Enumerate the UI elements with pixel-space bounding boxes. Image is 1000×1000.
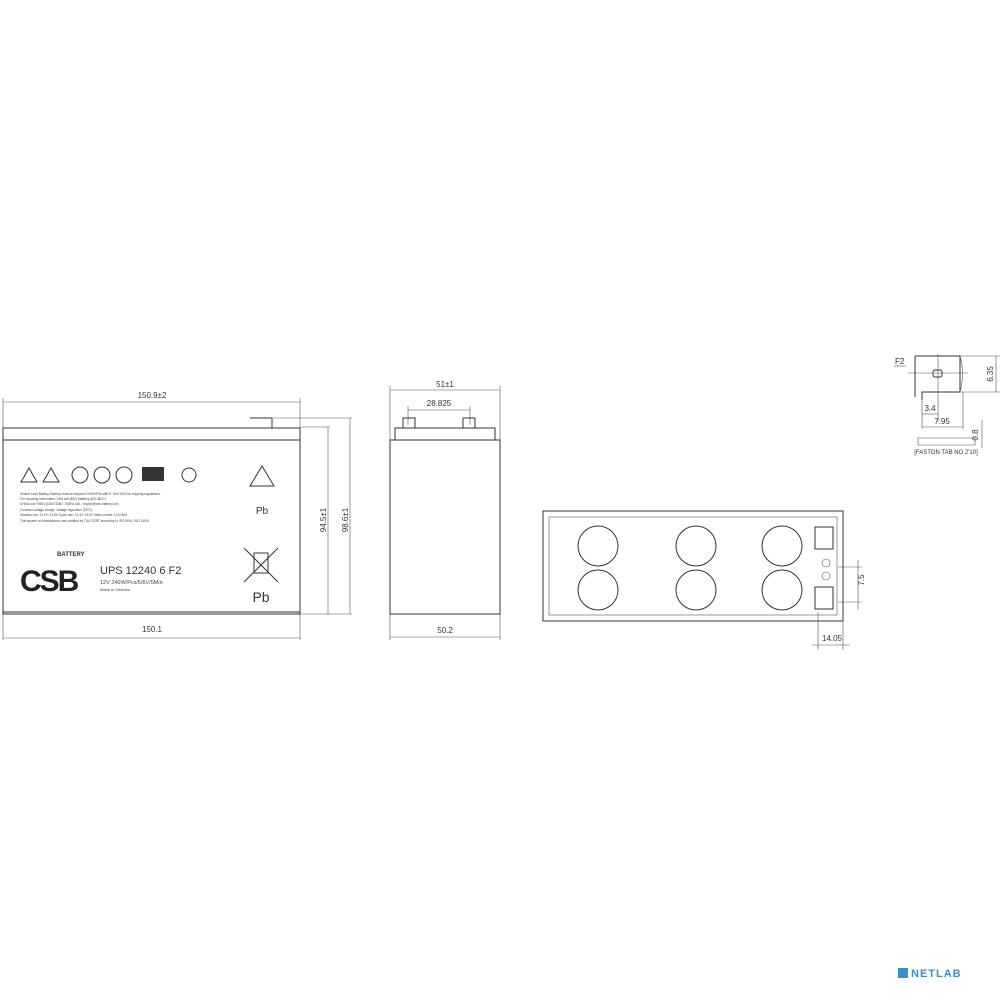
front-width-top-dim: 150.9±2 xyxy=(138,391,167,400)
front-view: 150.9±2 94.5±1 98.6±1 150.1 Pb Sea xyxy=(2,391,352,640)
top-terminal-v-dim: 7.5 xyxy=(857,574,866,586)
terminal-caption: [FASTON TAB NO 2'10] xyxy=(914,450,978,456)
fine-print: Sealed Lead Battery. Battery must be rec… xyxy=(20,492,161,496)
front-height-total-dim: 98.6±1 xyxy=(341,507,350,532)
netlab-logo-icon xyxy=(898,968,908,978)
pb-bottom-label: Pb xyxy=(252,589,269,605)
netlab-watermark: NETLAB xyxy=(898,968,962,980)
top-view: 7.5 14.05 xyxy=(542,510,866,650)
front-height-case-dim: 94.5±1 xyxy=(319,507,328,532)
negative-terminal xyxy=(814,586,834,610)
positive-terminal xyxy=(814,526,834,550)
side-terminal-spacing-dim: 28.825 xyxy=(427,399,452,408)
pb-top-label: Pb xyxy=(256,506,269,517)
terminal-height-dim: 6.35 xyxy=(986,366,995,382)
terminal-width-dim: 7.95 xyxy=(934,417,950,426)
origin-label: Made in Vietnam xyxy=(100,587,131,592)
terminal-thickness-dim: 0.8 xyxy=(971,429,980,441)
brand-sub: BATTERY xyxy=(57,552,85,558)
warning-icons xyxy=(20,466,197,484)
fine-print: This system of manufacturer was certifie… xyxy=(20,519,150,523)
side-view: 51±1 28.825 50.2 xyxy=(389,380,501,640)
model-label: UPS 12240 6 F2 xyxy=(100,565,181,577)
csb-logo: CSB xyxy=(20,565,79,598)
side-width-top-dim: 51±1 xyxy=(436,380,454,389)
netlab-text: NETLAB xyxy=(911,968,962,980)
fine-print: Standby use: 13.5V~13.8V Cycle use: 14.4… xyxy=(20,513,128,517)
side-width-bottom-dim: 50.2 xyxy=(437,626,453,635)
crossed-bin-icon xyxy=(243,547,279,583)
terminal-detail: F2 6.35 3.4 7.95 0.8 [FASTON TAB NO 2'10… xyxy=(894,354,1000,456)
fine-print: CHINA call +886 (2)26473380 - EMEA call … xyxy=(20,502,119,506)
front-width-bottom-dim: 150.1 xyxy=(142,625,163,634)
recycle-icon xyxy=(249,465,275,487)
fine-print: Constant voltage charge. Voltage regulat… xyxy=(20,508,92,512)
terminal-type-label: F2 xyxy=(895,357,905,366)
terminal-hole-dim: 3.4 xyxy=(924,404,936,413)
fine-print: For recycling information: USA call (800… xyxy=(20,497,106,501)
spec-label: 12V 240W/Pcs/5/6V/5Min xyxy=(100,580,163,586)
top-terminal-h-dim: 14.05 xyxy=(822,634,843,643)
